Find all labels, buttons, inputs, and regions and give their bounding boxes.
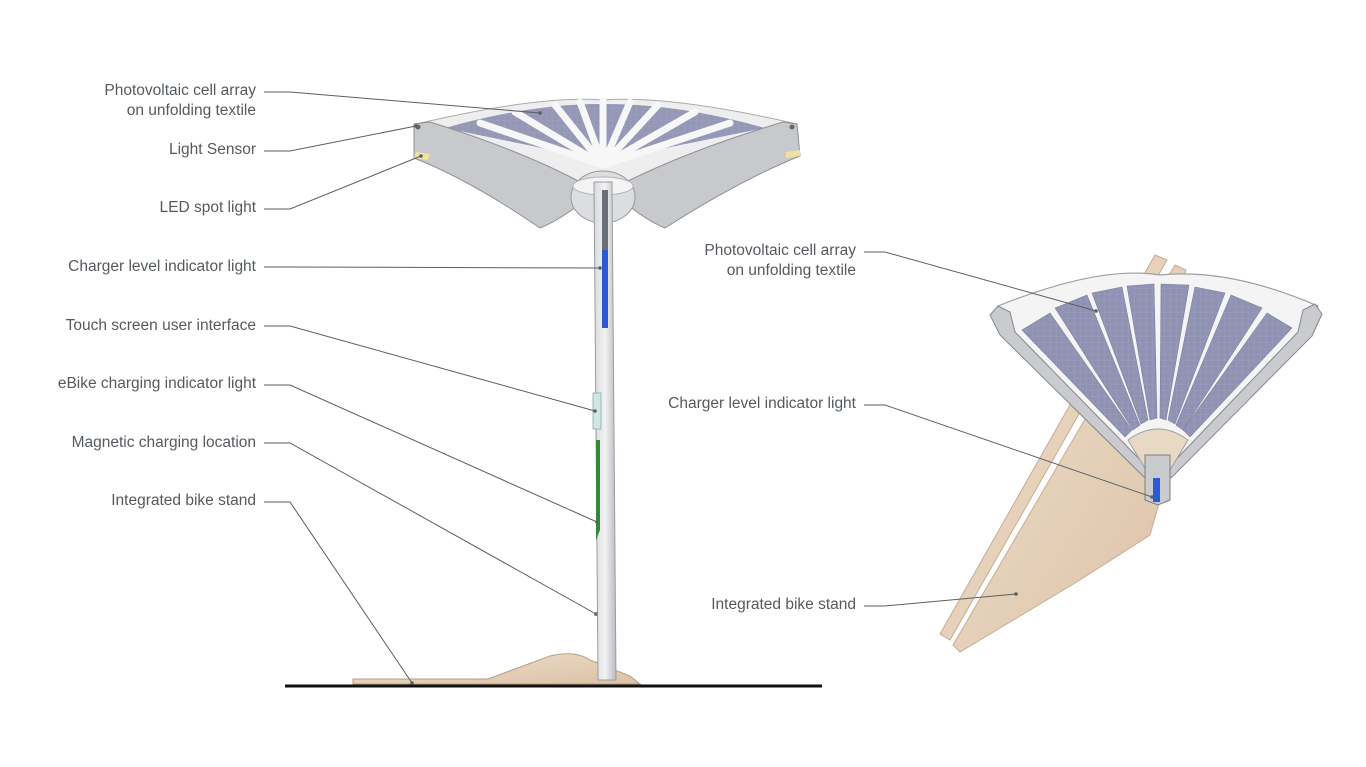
side-label-pv-line2: on unfolding textile bbox=[126, 102, 256, 119]
side-label-pv: Photovoltaic cell array on unfolding tex… bbox=[104, 81, 256, 121]
side-label-led-spot: LED spot light bbox=[159, 199, 257, 216]
top-label-pv-line1: Photovoltaic cell array bbox=[704, 242, 856, 259]
top-charger-level-indicator bbox=[1153, 478, 1160, 502]
top-label-charger-level: Charger level indicator light bbox=[668, 395, 856, 412]
side-label-light-sensor: Light Sensor bbox=[168, 141, 256, 158]
top-label-pv: Photovoltaic cell array on unfolding tex… bbox=[704, 241, 856, 281]
light-sensor-right bbox=[789, 124, 795, 130]
top-leader-lines bbox=[864, 251, 1153, 607]
top-label-bike-stand: Integrated bike stand bbox=[711, 596, 856, 613]
side-pole bbox=[592, 181, 617, 681]
side-leader-lines bbox=[264, 91, 601, 684]
side-label-charger-level: Charger level indicator light bbox=[68, 258, 256, 275]
side-label-pv-line1: Photovoltaic cell array bbox=[104, 82, 256, 99]
led-spot-right bbox=[786, 150, 800, 158]
side-label-ebike-indicator: eBike charging indicator light bbox=[57, 375, 256, 392]
side-label-magnetic: Magnetic charging location bbox=[71, 434, 256, 451]
touch-screen bbox=[592, 392, 602, 430]
side-label-touch-screen: Touch screen user interface bbox=[65, 317, 256, 334]
top-pv-cells bbox=[1021, 283, 1293, 438]
side-bike-stand bbox=[352, 653, 642, 685]
side-view bbox=[264, 91, 822, 688]
top-view bbox=[864, 251, 1323, 653]
top-label-pv-line2: on unfolding textile bbox=[726, 262, 856, 279]
ebike-charging-indicator bbox=[596, 440, 600, 540]
side-label-bike-stand: Integrated bike stand bbox=[111, 492, 256, 509]
